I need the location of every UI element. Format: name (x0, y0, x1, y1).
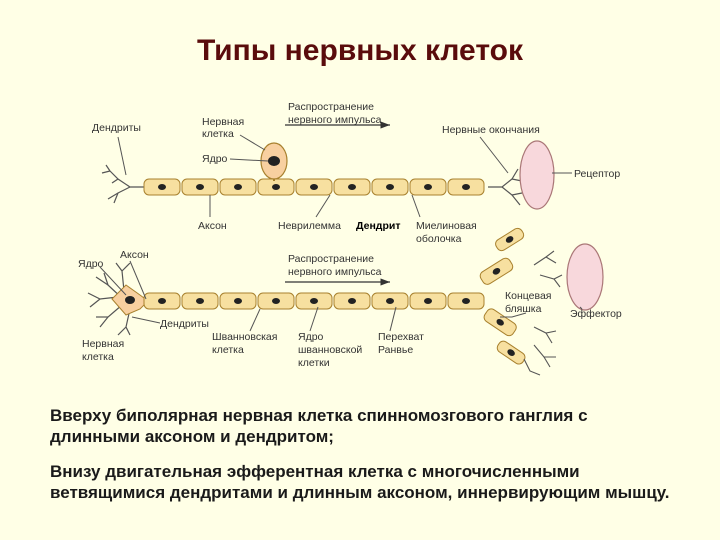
top-propagation-line1: Распространение (288, 101, 374, 113)
neuron-diagram: Распространение нервного импульса Дендри… (78, 101, 622, 376)
schwann-nucleus (348, 298, 356, 304)
top-nerve-endings-label: Нервные окончания (442, 124, 540, 136)
schwann-nucleus (496, 318, 504, 326)
bottom-propagation-line1: Распространение (288, 253, 374, 265)
bottom-nucleus-label: Ядро (78, 258, 104, 270)
bottom-axon-label: Аксон (120, 249, 149, 261)
schwann-nucleus (424, 184, 432, 190)
top-dendrites-label: Дендриты (92, 122, 141, 134)
schwann-nucleus (310, 184, 318, 190)
schwann-nucleus (386, 298, 394, 304)
top-receptor-label: Рецептор (574, 168, 620, 180)
bottom-myelin-segments (143, 292, 485, 310)
bottom-neuron: Распространение нервного импульса Ядро А… (78, 227, 622, 376)
top-cell-nucleus (268, 156, 280, 166)
bottom-nerve-cell-label2: клетка (82, 351, 114, 363)
schwann-nucleus (424, 298, 432, 304)
bottom-schwann-nucleus-label2: шванновской (298, 344, 362, 356)
schwann-nucleus (234, 184, 242, 190)
schwann-nucleus (158, 298, 166, 304)
schwann-nucleus (462, 184, 470, 190)
page-title: Типы нервных клеток (196, 34, 523, 67)
bottom-propagation-line2: нервного импульса (288, 266, 382, 278)
bottom-nerve-cell-label1: Нервная (82, 338, 124, 350)
schwann-nucleus (196, 298, 204, 304)
bottom-schwann-label1: Шванновская (212, 331, 277, 343)
top-propagation-line2: нервного импульса (288, 114, 382, 126)
schwann-nucleus (272, 184, 280, 190)
schwann-nucleus (272, 298, 280, 304)
top-neuron: Распространение нервного импульса Дендри… (92, 101, 620, 245)
bottom-cell-nucleus (125, 296, 135, 304)
bottom-schwann-label2: клетка (212, 344, 244, 356)
bottom-effector-label: Эффектор (570, 308, 622, 320)
bottom-ranvier-label2: Ранвье (378, 344, 413, 356)
effector-shape (566, 243, 604, 311)
top-neurilemma-label: Неврилемма (278, 220, 341, 232)
caption-bottom: Внизу двигательная эфферентная клетка с … (50, 462, 670, 502)
top-nucleus-label: Ядро (202, 153, 228, 165)
top-nerve-cell-label1: Нервная (202, 116, 244, 128)
top-left-branches (101, 164, 144, 204)
top-myelin-segments (143, 178, 485, 196)
schwann-nucleus (505, 236, 514, 243)
bottom-dendrites (87, 262, 131, 336)
top-nerve-cell-label2: клетка (202, 128, 234, 140)
bottom-ranvier-label1: Перехват (378, 331, 424, 343)
schwann-nucleus (310, 298, 318, 304)
receptor-shape (519, 140, 555, 210)
schwann-nucleus (386, 184, 394, 190)
bottom-terminal-branches (500, 250, 563, 376)
top-myelin-label2: оболочка (416, 233, 462, 245)
top-dendrite-label: Дендрит (356, 220, 400, 232)
top-right-branches (488, 168, 523, 206)
schwann-nucleus (507, 349, 515, 356)
caption-top: Вверху биполярная нервная клетка спинном… (50, 406, 588, 446)
schwann-nucleus (196, 184, 204, 190)
top-myelin-label1: Миелиновая (416, 220, 477, 232)
schwann-nucleus (492, 267, 501, 275)
top-axon-label: Аксон (198, 220, 227, 232)
schwann-nucleus (158, 184, 166, 190)
bottom-schwann-nucleus-label3: клетки (298, 357, 330, 369)
bottom-end-plate-label2: бляшка (505, 303, 542, 315)
bottom-end-plate-label1: Концевая (505, 290, 551, 302)
schwann-nucleus (462, 298, 470, 304)
schwann-nucleus (348, 184, 356, 190)
bottom-dendrites-label: Дендриты (160, 318, 209, 330)
schwann-nucleus (234, 298, 242, 304)
bottom-schwann-nucleus-label1: Ядро (298, 331, 324, 343)
